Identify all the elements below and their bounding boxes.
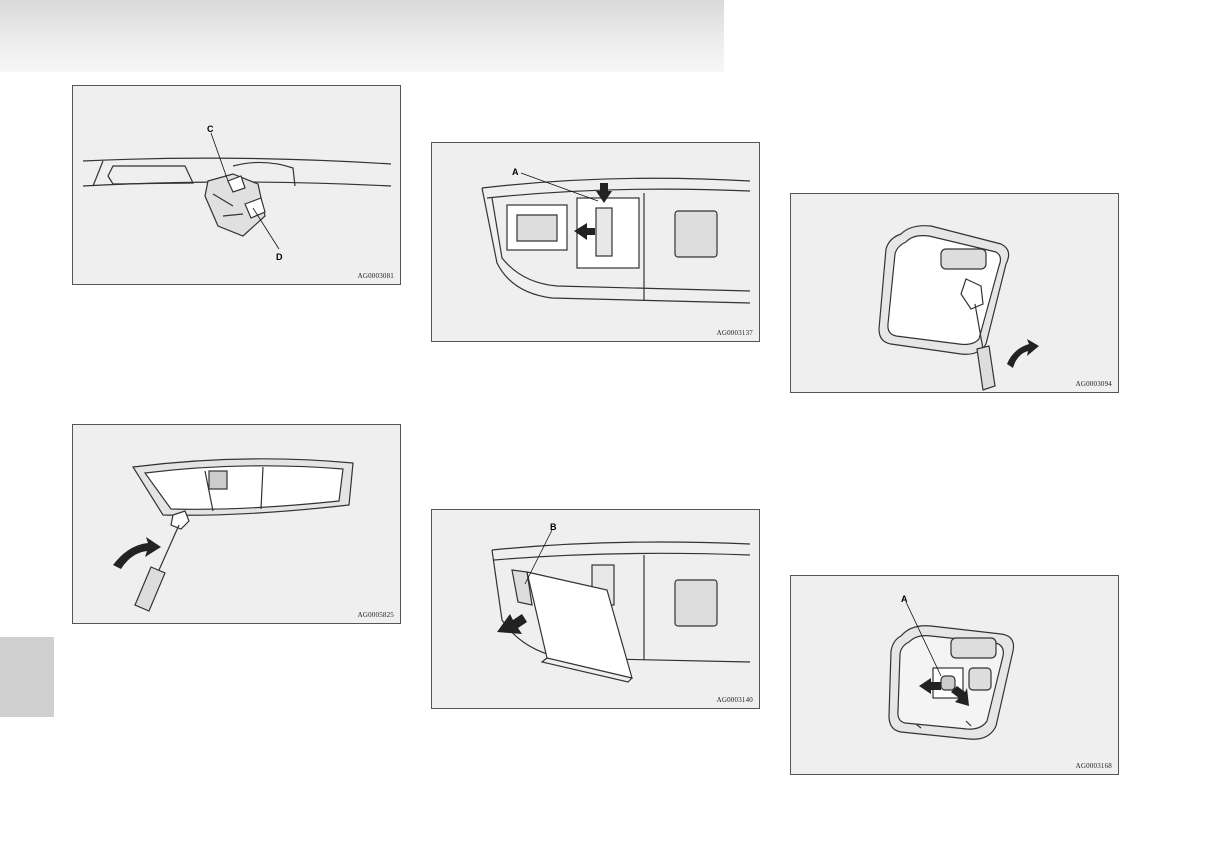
illustration-screwdriver-cover: [791, 194, 1119, 393]
figure-lamp-connector: C D AG0003081: [72, 85, 401, 285]
callout-d: D: [276, 252, 283, 262]
figure-screwdriver-cover: AG0003094: [790, 193, 1119, 393]
figure-bulb-in-housing: A AG0003168: [790, 575, 1119, 775]
figure-bulb-removal: A AG0003137: [431, 142, 760, 342]
illustration-bulb-removal: A: [432, 143, 760, 342]
figure-code: AG0003140: [717, 696, 753, 704]
figure-code: AG0003168: [1076, 762, 1112, 770]
figure-lens-installation: B AG0003140: [431, 509, 760, 709]
illustration-lens-installation: B: [432, 510, 760, 709]
illustration-bulb-in-housing: A: [791, 576, 1119, 775]
callout-b: B: [550, 522, 557, 532]
callout-c: C: [207, 124, 214, 134]
section-side-tab: [0, 637, 54, 717]
figure-code: AG0003137: [717, 329, 753, 337]
figure-screwdriver-lens: AG0005825: [72, 424, 401, 624]
illustration-lamp-connector: C D: [73, 86, 401, 285]
figure-code: AG0003094: [1076, 380, 1112, 388]
callout-a: A: [512, 167, 519, 177]
callout-a: A: [901, 594, 908, 604]
figure-code: AG0003081: [358, 272, 394, 280]
illustration-screwdriver-lens: [73, 425, 401, 624]
figure-code: AG0005825: [358, 611, 394, 619]
page-header-band: [0, 0, 724, 72]
